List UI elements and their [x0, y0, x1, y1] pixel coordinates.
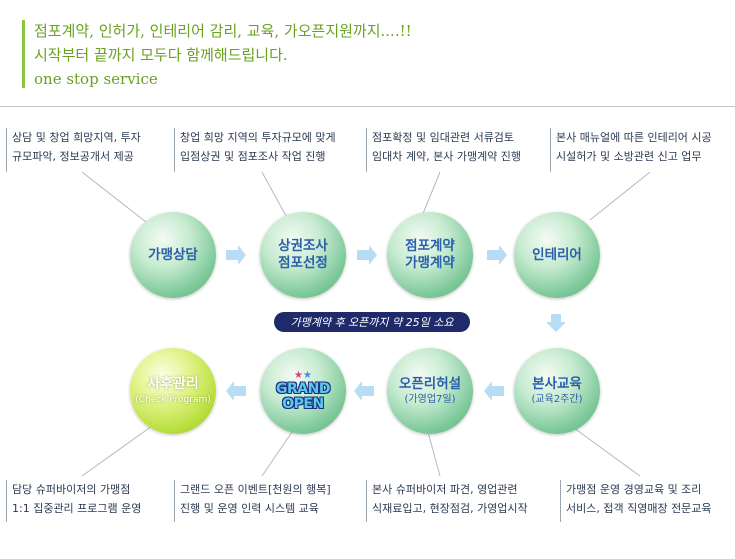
- step-subtitle: 가맹계약: [405, 255, 455, 271]
- step-grand-open: ★★ GRAND OPEN: [260, 348, 346, 434]
- arrow-left-icon: [354, 381, 374, 401]
- top-box-1-line1: 상담 및 창업 희망지역, 투자: [12, 131, 141, 144]
- box-border: [366, 480, 367, 522]
- bottom-box-3-line1: 본사 슈퍼바이저 파견, 영업관련: [372, 483, 518, 496]
- bottom-box-2-line1: 그랜드 오픈 이벤트[천원의 행복]: [180, 483, 331, 496]
- arrow-left-icon: [484, 381, 504, 401]
- connector-line: [81, 425, 153, 477]
- step-subtitle: (가영업7일): [404, 393, 456, 405]
- bottom-box-4-line1: 가맹점 운영 경영교육 및 조리: [566, 483, 702, 496]
- box-border: [174, 128, 175, 172]
- step-training: 본사교육 (교육2주간): [514, 348, 600, 434]
- grand-open-logo-line1: GRAND: [276, 380, 330, 397]
- connector-line: [261, 171, 287, 217]
- step-title: 가맹상담: [148, 246, 198, 263]
- box-border: [6, 480, 7, 522]
- star-icon: ★★: [294, 369, 312, 381]
- connector-line: [421, 171, 441, 217]
- arrow-right-icon: [357, 245, 377, 265]
- box-border: [6, 128, 7, 172]
- header-title-line1: 점포계약, 인허가, 인테리어 감리, 교육, 가오픈지원까지....!!: [34, 22, 412, 40]
- arrow-left-icon: [226, 381, 246, 401]
- arrow-right-icon: [487, 245, 507, 265]
- step-title: 오픈리허설: [398, 375, 462, 392]
- duration-note: 가맹계약 후 오픈까지 약 25일 소요: [274, 312, 470, 332]
- connector-line: [81, 171, 147, 223]
- arrow-right-icon: [226, 245, 246, 265]
- step-subtitle: (교육2주간): [531, 393, 583, 405]
- header-accent-bar: [22, 20, 25, 88]
- bottom-box-3: 본사 슈퍼바이저 파견, 영업관련 식재료입고, 현장점검, 가영업시작: [372, 480, 528, 518]
- box-border: [174, 480, 175, 522]
- step-site-survey: 상권조사 점포선정: [260, 212, 346, 298]
- box-border: [366, 128, 367, 172]
- connector-line: [427, 431, 441, 477]
- top-box-1: 상담 및 창업 희망지역, 투자 규모파악, 정보공개서 제공: [12, 128, 141, 166]
- step-title: 본사교육: [532, 375, 582, 392]
- header-title-line2: 시작부터 끝까지 모두다 함께해드립니다.: [34, 46, 288, 64]
- top-box-2-line2: 입점상권 및 점포조사 작업 진행: [180, 150, 326, 163]
- step-subtitle: (Check Program): [135, 394, 211, 405]
- bottom-box-1-line1: 담당 슈퍼바이저의 가맹점: [12, 483, 131, 496]
- step-title: 인테리어: [532, 246, 582, 263]
- top-box-2-line1: 창업 희망 지역의 투자규모에 맞게: [180, 131, 336, 144]
- top-box-3-line2: 임대차 계약, 본사 가맹계약 진행: [372, 150, 522, 163]
- connector-line: [589, 171, 651, 221]
- bottom-box-2-line2: 진행 및 운영 인력 시스템 교육: [180, 502, 319, 515]
- top-box-1-line2: 규모파악, 정보공개서 제공: [12, 150, 134, 163]
- top-box-4-line1: 본사 매뉴얼에 따른 인테리어 시공: [556, 131, 712, 144]
- top-box-3-line1: 점포확정 및 임대관련 서류검토: [372, 131, 515, 144]
- step-subtitle: 점포선정: [278, 255, 328, 271]
- connector-line: [261, 431, 293, 477]
- bottom-box-3-line2: 식재료입고, 현장점검, 가영업시작: [372, 502, 528, 515]
- step-title: 상권조사: [278, 238, 328, 254]
- bottom-box-2: 그랜드 오픈 이벤트[천원의 행복] 진행 및 운영 인력 시스템 교육: [180, 480, 331, 518]
- box-border: [550, 128, 551, 172]
- bottom-box-4: 가맹점 운영 경영교육 및 조리 서비스, 접객 직영매장 전문교육: [566, 480, 712, 518]
- header-title-line3: one stop service: [34, 70, 158, 88]
- step-aftercare: 사후관리 (Check Program): [130, 348, 216, 434]
- bottom-box-1: 담당 슈퍼바이저의 가맹점 1:1 집중관리 프로그램 운영: [12, 480, 141, 518]
- top-box-4: 본사 매뉴얼에 따른 인테리어 시공 시설허가 및 소방관련 신고 업무: [556, 128, 712, 166]
- box-border: [560, 480, 561, 522]
- header-divider: [0, 106, 735, 107]
- step-title: 사후관리: [147, 375, 199, 392]
- arrow-down-icon: [546, 314, 566, 332]
- step-contract: 점포계약 가맹계약: [387, 212, 473, 298]
- step-rehearsal: 오픈리허설 (가영업7일): [387, 348, 473, 434]
- bottom-box-4-line2: 서비스, 접객 직영매장 전문교육: [566, 502, 712, 515]
- step-consultation: 가맹상담: [130, 212, 216, 298]
- top-box-4-line2: 시설허가 및 소방관련 신고 업무: [556, 150, 702, 163]
- connector-line: [573, 427, 641, 477]
- grand-open-logo-line2: OPEN: [282, 395, 324, 412]
- step-interior: 인테리어: [514, 212, 600, 298]
- step-title: 점포계약: [405, 238, 455, 254]
- top-box-3: 점포확정 및 임대관련 서류검토 임대차 계약, 본사 가맹계약 진행: [372, 128, 521, 166]
- bottom-box-1-line2: 1:1 집중관리 프로그램 운영: [12, 502, 142, 515]
- top-box-2: 창업 희망 지역의 투자규모에 맞게 입점상권 및 점포조사 작업 진행: [180, 128, 336, 166]
